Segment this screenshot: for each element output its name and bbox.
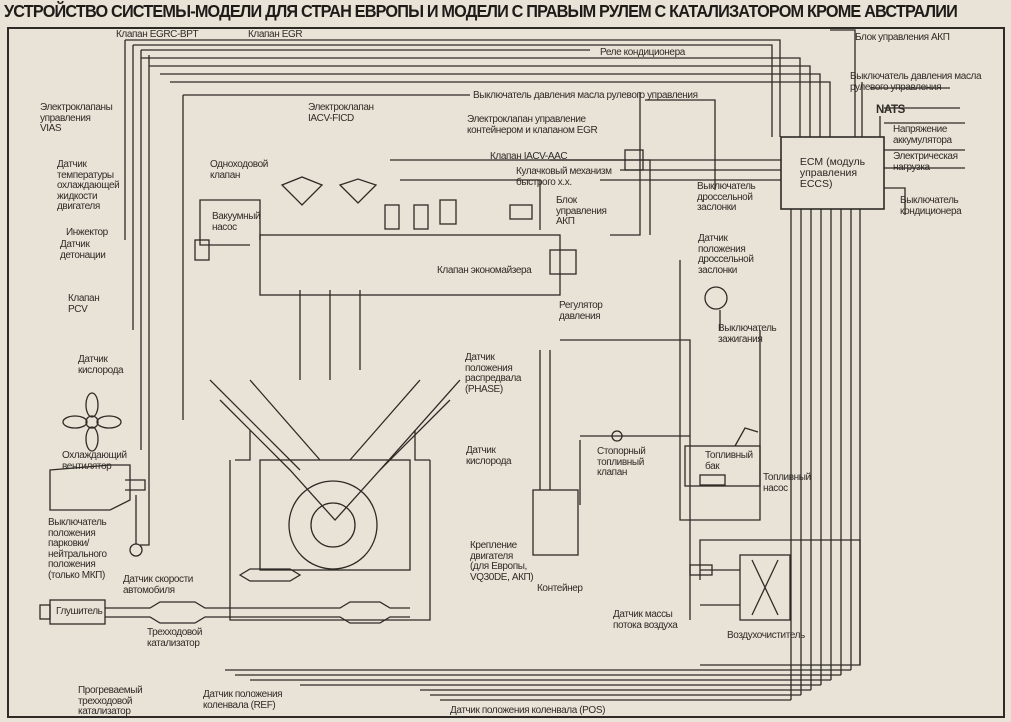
label-at-control-unit-mid: Блок управления АКП	[556, 195, 607, 227]
label-camshaft-sensor: Датчик положения распредвала (PHASE)	[465, 352, 522, 395]
label-three-way-catalyst: Трехходовой катализатор	[147, 627, 203, 649]
label-knock-sensor: Датчик детонации	[60, 239, 106, 261]
label-engine-mount: Крепление двигателя (для Европы, VQ30DE,…	[470, 540, 534, 583]
label-egr-valve: Клапан EGR	[248, 29, 303, 40]
label-pressure-regulator: Регулятор давления	[559, 300, 603, 322]
label-iacv-ficd: Электроклапан IACV-FICD	[308, 102, 374, 124]
label-economizer-valve: Клапан экономайзера	[437, 265, 532, 276]
canister-icon	[532, 339, 691, 620]
ignition-switch-icon	[704, 286, 728, 310]
label-ac-relay: Реле кондиционера	[600, 47, 685, 58]
label-egrc-bpt-valve: Клапан EGRC-BPT	[116, 29, 199, 40]
label-iacv-aac: Клапан IACV-AAC	[490, 151, 568, 162]
speed-sensor-icon	[129, 543, 143, 557]
frame-border	[7, 27, 1005, 718]
label-ps-oil-switch-right: Выключатель давления масла рулевого упра…	[850, 71, 982, 93]
ecm-io-wires	[225, 107, 965, 701]
label-muffler: Глушитель	[56, 606, 103, 617]
label-crank-sensor-ref: Датчик положения коленвала (REF)	[203, 689, 283, 711]
label-fast-idle-cam: Кулачковый механизм быстрого х.х.	[516, 166, 612, 188]
label-oxygen-sensor-right: Датчик кислорода	[466, 445, 512, 467]
label-one-way-valve: Одноходовой клапан	[210, 159, 268, 181]
label-coolant-temp-sensor: Датчик температуры охлаждающей жидкости …	[57, 159, 120, 212]
label-throttle-position-sensor: Датчик положения дроссельной заслонки	[698, 233, 754, 276]
label-vacuum-pump: Вакуумный насос	[212, 211, 261, 233]
label-ignition-switch: Выключатель зажигания	[718, 323, 777, 345]
exhaust-system	[39, 568, 410, 625]
label-battery-voltage: Напряжение аккумулятора	[893, 124, 952, 146]
label-canister-egr-solenoid: Электроклапан управление контейнером и к…	[467, 114, 598, 136]
diagram-title: УСТРОЙСТВО СИСТЕМЫ-МОДЕЛИ ДЛЯ СТРАН ЕВРО…	[4, 1, 958, 21]
signal-bus-wires	[124, 29, 950, 520]
label-electric-load: Электрическая нагрузка	[893, 151, 958, 173]
label-injector: Инжектор	[66, 227, 108, 238]
label-ps-oil-switch-mid: Выключатель давления масла рулевого упра…	[473, 90, 698, 101]
label-ac-switch: Выключатель кондиционера	[900, 195, 962, 217]
label-warmup-catalyst: Прогреваемый трехходовой катализатор	[78, 685, 143, 717]
engine-block	[209, 290, 461, 621]
intake-manifold	[194, 149, 651, 296]
label-maf-sensor: Датчик массы потока воздуха	[613, 609, 678, 631]
label-park-neutral-switch: Выключатель положения парковки/ нейтраль…	[48, 517, 107, 581]
label-throttle-switch: Выключатель дроссельной заслонки	[697, 181, 756, 213]
label-crank-sensor-pos: Датчик положения коленвала (POS)	[450, 705, 606, 716]
air-cleaner-icon	[689, 554, 791, 621]
label-fuel-tank: Топливный бак	[705, 450, 753, 472]
label-at-control-unit-top: Блок управления АКП	[855, 32, 950, 43]
label-nats: NATS	[876, 104, 905, 116]
label-air-cleaner: Воздухочиститель	[727, 630, 805, 641]
ecm-module: ECM (модуль управления ECCS)	[799, 155, 866, 190]
ecm-box	[780, 136, 885, 210]
label-vehicle-speed-sensor: Датчик скорости автомобиля	[123, 574, 193, 596]
egr-valves-icon	[280, 176, 378, 206]
label-fuel-pump: Топливный насос	[763, 472, 811, 494]
label-vias-solenoids: Электроклапаны управления VIAS	[40, 102, 113, 134]
label-canister: Контейнер	[537, 583, 583, 594]
transmission-shape	[49, 464, 146, 511]
label-pcv-valve: Клапан PCV	[68, 293, 100, 315]
label-oxygen-sensor-left: Датчик кислорода	[78, 354, 124, 376]
cooling-fan-icon	[62, 392, 122, 452]
label-cooling-fan: Охлаждающий вентилятор	[62, 450, 127, 472]
label-fuel-cut-valve: Стопорный топливный клапан	[597, 446, 646, 478]
